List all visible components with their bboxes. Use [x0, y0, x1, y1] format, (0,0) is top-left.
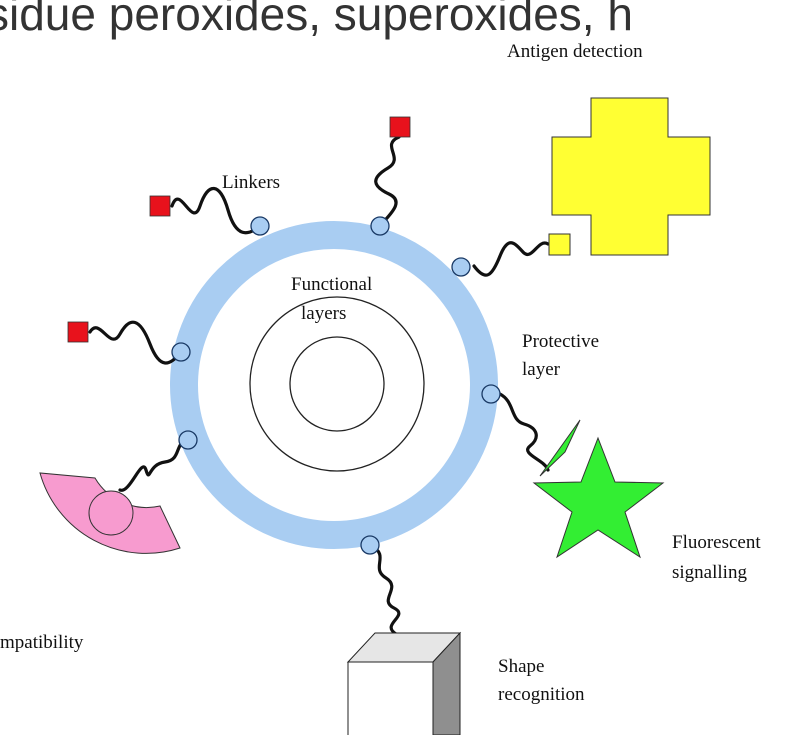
- label-biocompatibility-partial: mpatibility: [0, 632, 84, 653]
- antigen-receptor-square: [548, 233, 571, 256]
- label-shape-line1: Shape: [498, 656, 544, 677]
- fluorescent-receptor-wedge: [539, 419, 581, 477]
- biocompatibility-ball: [88, 490, 134, 536]
- partial-heading-text: sidue peroxides, superoxides, h: [0, 0, 633, 40]
- protective-layer-ring: [170, 221, 498, 549]
- label-functional-line2: layers: [301, 303, 346, 324]
- functional-layer-outer: [249, 296, 425, 472]
- label-antigen-detection: Antigen detection: [507, 41, 643, 62]
- linker-anchor-top: [370, 216, 390, 236]
- red-marker-left: [67, 321, 89, 343]
- red-marker-top-left: [149, 195, 171, 217]
- linker-line-top-left: [170, 186, 262, 235]
- linker-anchor-top-left: [250, 216, 270, 236]
- fluorescent-star: [532, 436, 665, 559]
- functional-layer-inner: [289, 336, 385, 432]
- linker-group: [88, 135, 550, 636]
- label-protective-line1: Protective: [522, 331, 599, 352]
- linker-line-bottom: [370, 544, 401, 636]
- linker-anchor-lower-left: [178, 430, 198, 450]
- linker-anchor-right: [451, 257, 471, 277]
- label-fluorescent-line1: Fluorescent: [672, 532, 761, 553]
- cube-front-face: [347, 661, 434, 735]
- label-protective-line2: layer: [522, 359, 561, 380]
- label-fluorescent-line2: signalling: [672, 562, 747, 583]
- linker-anchor-lower-right: [481, 384, 501, 404]
- red-marker-top: [389, 116, 411, 138]
- linker-line-lower-right: [498, 392, 550, 472]
- linker-anchor-left: [171, 342, 191, 362]
- linker-anchor-bottom: [360, 535, 380, 555]
- linker-line-left: [88, 320, 183, 365]
- linker-line-right: [472, 241, 550, 277]
- label-shape-line2: recognition: [498, 684, 585, 705]
- label-linkers: Linkers: [222, 172, 280, 193]
- linker-line-lower-left: [118, 438, 190, 492]
- antigen-shape: [551, 97, 711, 256]
- label-functional-line1: Functional: [291, 274, 372, 295]
- linker-line-top: [374, 135, 401, 228]
